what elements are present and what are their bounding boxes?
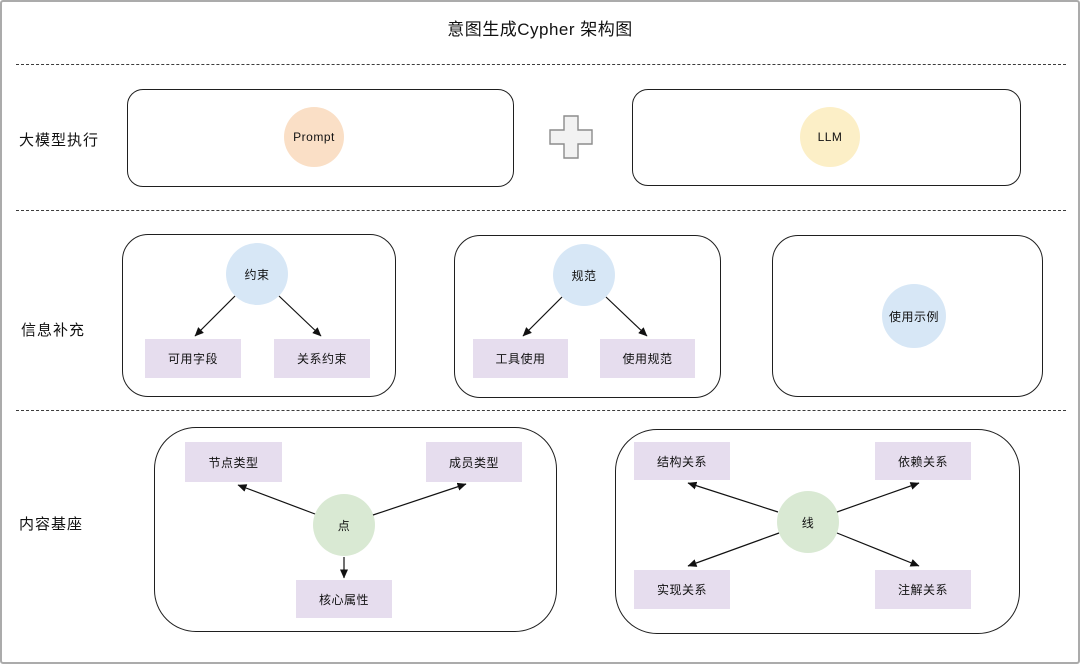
structure-relation-node: 结构关系 (634, 442, 730, 480)
dot-hub-node: 点 (313, 494, 375, 556)
spec-hub-node: 规范 (553, 244, 615, 306)
diagram-title: 意图生成Cypher 架构图 (447, 20, 633, 39)
section-divider-3 (16, 410, 1066, 411)
row-label-execution: 大模型执行 (19, 132, 100, 149)
available-fields-node: 可用字段 (145, 339, 241, 378)
impl-relation-node: 实现关系 (634, 570, 730, 609)
line-hub-node: 线 (777, 491, 839, 553)
member-type-node: 成员类型 (426, 442, 522, 482)
dependency-relation-node: 依赖关系 (875, 442, 971, 480)
prompt-node: Prompt (284, 107, 344, 167)
annotation-relation-node: 注解关系 (875, 570, 971, 609)
row-label-supplement: 信息补充 (21, 322, 86, 339)
row-label-foundation: 内容基座 (19, 516, 84, 533)
relation-constraint-node: 关系约束 (274, 339, 370, 378)
usage-example-node: 使用示例 (882, 284, 946, 348)
plus-icon (548, 114, 594, 165)
constraint-hub-node: 约束 (226, 243, 288, 305)
llm-node: LLM (800, 107, 860, 167)
section-divider-2 (16, 210, 1066, 211)
core-attr-node: 核心属性 (296, 580, 392, 618)
section-divider-1 (16, 64, 1066, 65)
usage-spec-node: 使用规范 (600, 339, 695, 378)
tool-use-node: 工具使用 (473, 339, 568, 378)
node-type-node: 节点类型 (185, 442, 282, 482)
